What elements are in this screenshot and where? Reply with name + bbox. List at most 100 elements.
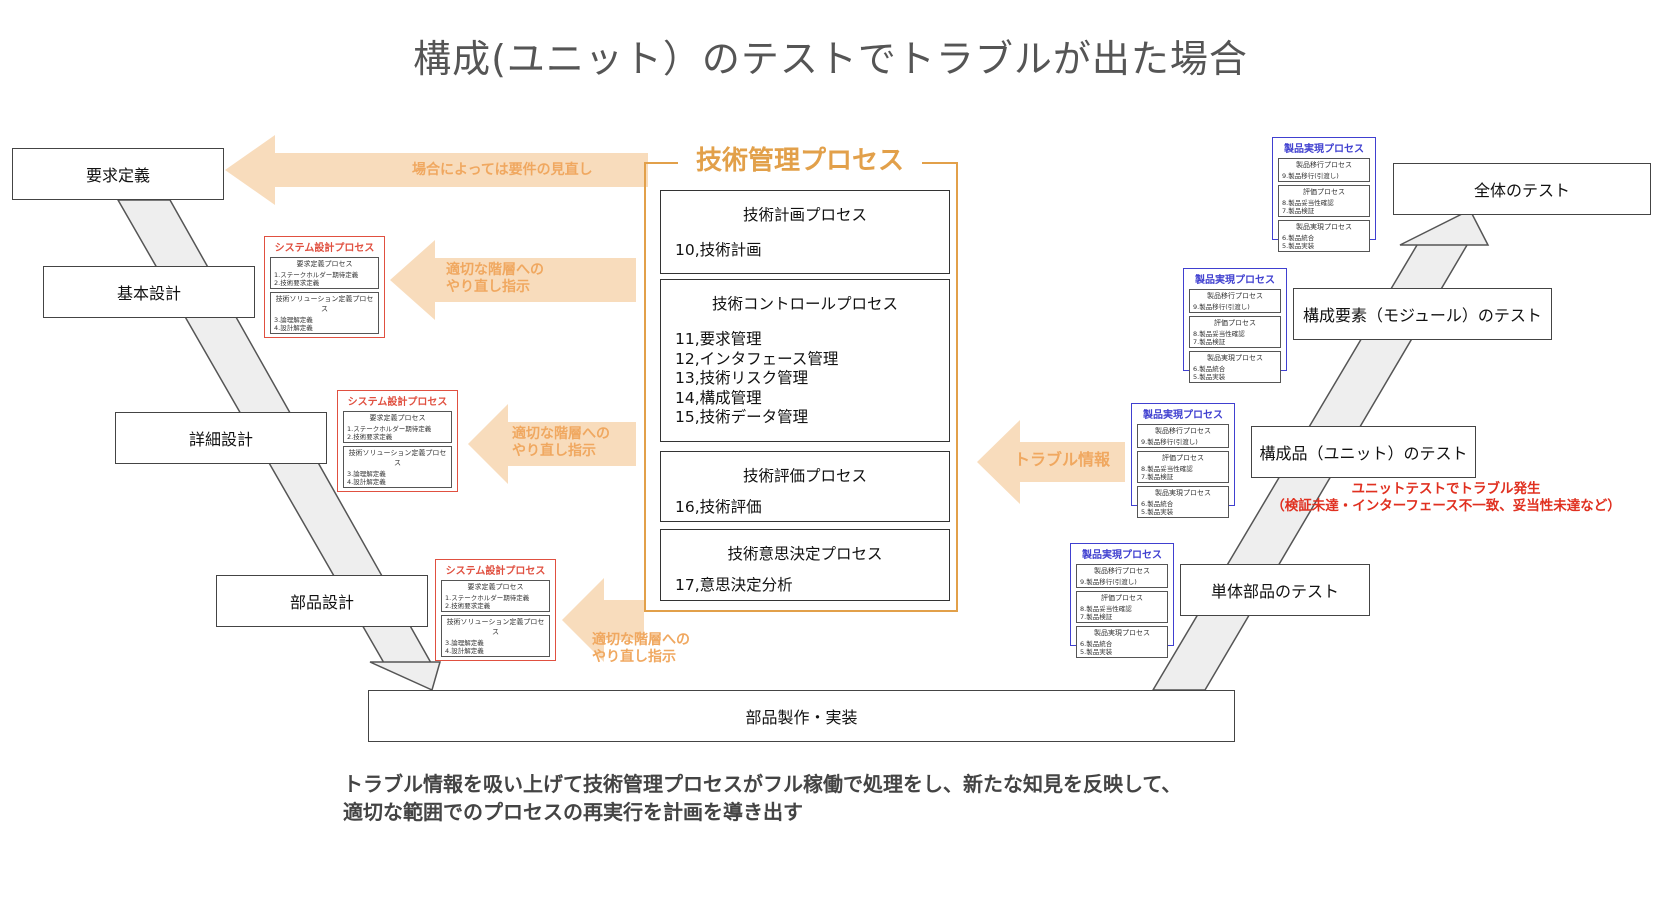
sub-line: 5.製品実装 bbox=[1080, 648, 1113, 656]
v-overall-test-label: 全体のテスト bbox=[1473, 181, 1570, 200]
sub-head: 評価プロセス bbox=[1101, 594, 1143, 602]
arrow-redo-2 bbox=[468, 404, 636, 484]
redo-line-2: やり直し指示 bbox=[512, 443, 596, 459]
arrow-trouble-label: トラブル情報 bbox=[1014, 450, 1111, 469]
product-realization-card: 製品実現プロセス 製品移行プロセス 9.製品移行(引渡し) 評価プロセス 8.製… bbox=[1070, 543, 1174, 658]
sub-line: 1.ステークホルダー期待定義 bbox=[274, 271, 359, 279]
summary-line-1: トラブル情報を吸い上げて技術管理プロセスがフル稼働で処理をし、新たな知見を反映し… bbox=[343, 772, 1182, 796]
sub-line: 4.設計解定義 bbox=[274, 324, 313, 332]
sub-line: 8.製品妥当性確認 bbox=[1282, 199, 1334, 207]
v-basic-design-box: 基本設計 bbox=[43, 266, 255, 318]
tech-decision-item: 17,意思決定分析 bbox=[675, 576, 793, 594]
sub-head: 製品実現プロセス bbox=[1155, 489, 1211, 497]
v-unit-test-label: 構成品（ユニット）のテスト bbox=[1259, 444, 1468, 463]
sub-head: 製品移行プロセス bbox=[1207, 292, 1263, 300]
page-title: 構成(ユニット）のテストでトラブルが出た場合 bbox=[413, 37, 1248, 81]
v-part-test-box: 単体部品のテスト bbox=[1180, 564, 1370, 616]
sub-line: 3.論理解定義 bbox=[274, 316, 313, 324]
tech-planning-item: 10,技術計画 bbox=[675, 241, 762, 259]
card-title: システム設計プロセス bbox=[274, 243, 375, 254]
card-sub-realization: 製品実現プロセス 6.製品統合 5.製品実装 bbox=[1278, 220, 1370, 252]
card-title: 製品実現プロセス bbox=[1082, 550, 1162, 561]
v-detail-design-label: 詳細設計 bbox=[188, 430, 253, 449]
card-sub-evaluation: 評価プロセス 8.製品妥当性確認 7.製品検証 bbox=[1189, 316, 1281, 348]
card-title: 製品実現プロセス bbox=[1195, 275, 1275, 286]
v-overall-test-box: 全体のテスト bbox=[1393, 163, 1651, 215]
summary-line-2: 適切な範囲でのプロセスの再実行を計画を導き出す bbox=[343, 800, 803, 824]
sub-head: 製品移行プロセス bbox=[1296, 161, 1352, 169]
tech-control-item: 12,インタフェース管理 bbox=[675, 349, 839, 368]
v-module-test-box: 構成要素（モジュール）のテスト bbox=[1293, 288, 1552, 340]
sub-line: 2.技術要求定義 bbox=[274, 279, 320, 287]
v-part-design-label: 部品設計 bbox=[289, 593, 354, 612]
system-design-card: システム設計プロセス 要求定義プロセス 1.ステークホルダー期待定義 2.技術要… bbox=[264, 236, 385, 338]
tech-assessment-head: 技術評価プロセス bbox=[742, 467, 867, 485]
tech-control-box: 技術コントロールプロセス 11,要求管理 12,インタフェース管理 13,技術リ… bbox=[660, 279, 950, 442]
v-left-arrowhead bbox=[369, 661, 441, 692]
card-sub-evaluation: 評価プロセス 8.製品妥当性確認 7.製品検証 bbox=[1137, 451, 1229, 483]
sub-head: 要求定義プロセス bbox=[369, 414, 426, 422]
summary-text: トラブル情報を吸い上げて技術管理プロセスがフル稼働で処理をし、新たな知見を反映し… bbox=[343, 770, 1181, 826]
sub-line: 8.製品妥当性確認 bbox=[1193, 330, 1245, 338]
sub-line: 8.製品妥当性確認 bbox=[1141, 465, 1193, 473]
v-requirements-label: 要求定義 bbox=[85, 166, 150, 185]
v-detail-design-box: 詳細設計 bbox=[115, 412, 327, 464]
card-sub-solution: 技術ソリューション定義プロセス 3.論理解定義 4.設計解定義 bbox=[343, 446, 452, 488]
sub-head: 製品実現プロセス bbox=[1296, 223, 1352, 231]
sub-line: 9.製品移行(引渡し) bbox=[1282, 172, 1339, 180]
sub-line: 4.設計解定義 bbox=[445, 647, 484, 655]
sub-head: 製品実現プロセス bbox=[1094, 629, 1150, 637]
sub-line: 3.論理解定義 bbox=[445, 639, 484, 647]
sub-line: 7.製品検証 bbox=[1141, 473, 1174, 481]
card-title: システム設計プロセス bbox=[445, 566, 546, 577]
arrow-redo-1 bbox=[390, 240, 636, 320]
sub-line: 7.製品検証 bbox=[1282, 207, 1315, 215]
product-realization-card: 製品実現プロセス 製品移行プロセス 9.製品移行(引渡し) 評価プロセス 8.製… bbox=[1183, 268, 1287, 383]
unit-trouble-line-2: （検証未達・インターフェース不一致、妥当性未達など） bbox=[1271, 498, 1621, 514]
sub-line: 6.製品統合 bbox=[1080, 640, 1113, 648]
tech-assessment-box: 技術評価プロセス 16,技術評価 bbox=[660, 451, 950, 522]
tech-decision-box: 技術意思決定プロセス 17,意思決定分析 bbox=[660, 529, 950, 601]
unit-trouble-note: ユニットテストでトラブル発生 （検証未達・インターフェース不一致、妥当性未達など… bbox=[1246, 481, 1646, 515]
sub-head: 技術ソリューション定義プロセス bbox=[348, 449, 447, 467]
sub-line: 5.製品実装 bbox=[1141, 508, 1174, 516]
sub-line: 6.製品統合 bbox=[1193, 365, 1226, 373]
sub-line: 6.製品統合 bbox=[1141, 500, 1174, 508]
sub-line: 7.製品検証 bbox=[1080, 613, 1113, 621]
card-title: 製品実現プロセス bbox=[1143, 410, 1223, 421]
sub-line: 5.製品実装 bbox=[1193, 373, 1226, 381]
sub-line: 9.製品移行(引渡し) bbox=[1193, 303, 1250, 311]
sub-line: 2.技術要求定義 bbox=[347, 433, 393, 441]
v-unit-test-box: 構成品（ユニット）のテスト bbox=[1251, 426, 1476, 478]
arrow-redo-2-label: 適切な階層への やり直し指示 bbox=[512, 426, 610, 460]
tech-control-item: 15,技術データ管理 bbox=[675, 408, 809, 426]
tech-control-item: 14,構成管理 bbox=[675, 388, 762, 407]
product-realization-card: 製品実現プロセス 製品移行プロセス 9.製品移行(引渡し) 評価プロセス 8.製… bbox=[1131, 403, 1235, 518]
card-sub-realization: 製品実現プロセス 6.製品統合 5.製品実装 bbox=[1137, 486, 1229, 518]
tech-control-item: 13,技術リスク管理 bbox=[675, 369, 809, 387]
sub-line: 6.製品統合 bbox=[1282, 234, 1315, 242]
arrow-trouble bbox=[977, 420, 1125, 504]
card-sub-transition: 製品移行プロセス 9.製品移行(引渡し) bbox=[1076, 564, 1168, 588]
redo-line-1: 適切な階層への bbox=[446, 262, 544, 278]
tech-control-item: 11,要求管理 bbox=[675, 330, 762, 348]
sub-line: 2.技術要求定義 bbox=[445, 602, 491, 610]
sub-head: 要求定義プロセス bbox=[296, 260, 353, 268]
card-sub-requirements: 要求定義プロセス 1.ステークホルダー期待定義 2.技術要求定義 bbox=[270, 257, 379, 289]
arrow-top-label: 場合によっては要件の見直し bbox=[412, 162, 593, 178]
card-sub-transition: 製品移行プロセス 9.製品移行(引渡し) bbox=[1137, 424, 1229, 448]
sub-head: 製品移行プロセス bbox=[1094, 567, 1150, 575]
sub-line: 8.製品妥当性確認 bbox=[1080, 605, 1132, 613]
sub-head: 技術ソリューション定義プロセス bbox=[446, 618, 545, 636]
arrow-redo-1-label: 適切な階層への やり直し指示 bbox=[446, 262, 544, 296]
card-sub-requirements: 要求定義プロセス 1.ステークホルダー期待定義 2.技術要求定義 bbox=[343, 411, 452, 443]
sub-head: 評価プロセス bbox=[1214, 319, 1256, 327]
card-title: システム設計プロセス bbox=[347, 397, 448, 408]
unit-trouble-line-1: ユニットテストでトラブル発生 bbox=[1351, 481, 1541, 497]
v-manufacture-label: 部品製作・実装 bbox=[745, 708, 858, 727]
sub-line: 9.製品移行(引渡し) bbox=[1080, 578, 1137, 586]
tech-assessment-item: 16,技術評価 bbox=[675, 498, 762, 516]
tech-control-head: 技術コントロールプロセス bbox=[711, 295, 898, 313]
card-sub-transition: 製品移行プロセス 9.製品移行(引渡し) bbox=[1189, 289, 1281, 313]
v-right-arrowhead bbox=[1399, 208, 1490, 246]
